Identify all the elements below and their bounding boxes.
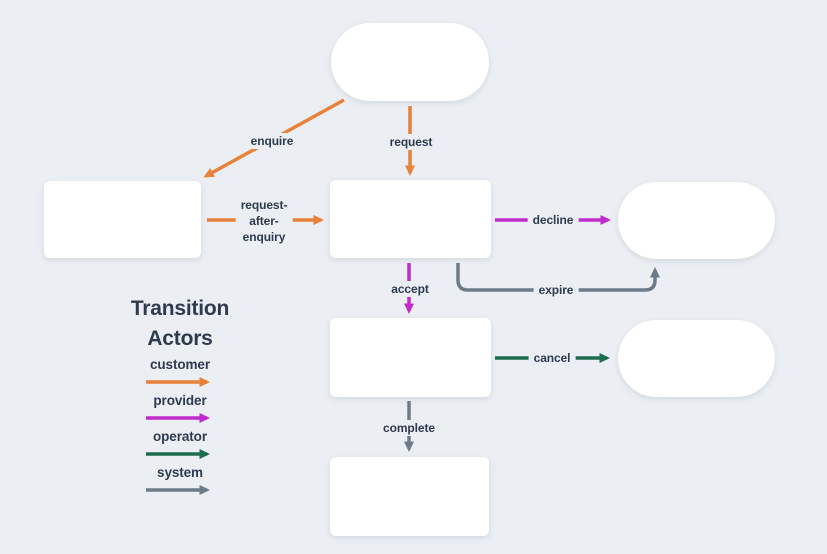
provider-arrow-icon	[146, 413, 210, 423]
accept-label: accept	[386, 281, 434, 297]
node-bottom-box	[330, 457, 489, 536]
legend-item-operator: operator	[144, 428, 216, 462]
node-top-pill	[331, 23, 489, 101]
legend-provider-label: provider	[153, 393, 207, 408]
legend-item-customer: customer	[144, 356, 216, 390]
request-after-enquiry-line2: after-	[249, 214, 279, 228]
enquire-label: enquire	[245, 133, 299, 149]
legend-customer-label: customer	[150, 357, 210, 372]
node-right-top-pill	[618, 182, 775, 259]
decline-label: decline	[527, 212, 579, 228]
system-arrow-icon	[146, 485, 210, 495]
expire-label: expire	[533, 282, 579, 298]
legend-title-line1: Transition	[130, 297, 230, 320]
node-center-lower-box	[330, 318, 491, 397]
operator-arrow-icon	[146, 449, 210, 459]
request-label: request	[384, 134, 438, 150]
node-center-box	[330, 180, 491, 258]
request-after-enquiry-line3: enquiry	[242, 230, 286, 244]
legend-system-label: system	[157, 465, 203, 480]
legend-item-provider: provider	[144, 392, 216, 426]
node-left-box	[44, 181, 201, 258]
node-right-bottom-pill	[618, 320, 775, 397]
legend-operator-label: operator	[153, 429, 207, 444]
legend: Transition Actors customer provider oper…	[118, 294, 242, 498]
legend-item-system: system	[144, 464, 216, 498]
request-after-enquiry-label: request- after- enquiry	[235, 197, 293, 245]
request-after-enquiry-line1: request-	[240, 198, 288, 212]
cancel-label: cancel	[528, 350, 576, 366]
complete-label: complete	[378, 420, 440, 436]
customer-arrow-icon	[146, 377, 210, 387]
legend-title-line2: Actors	[147, 327, 213, 350]
